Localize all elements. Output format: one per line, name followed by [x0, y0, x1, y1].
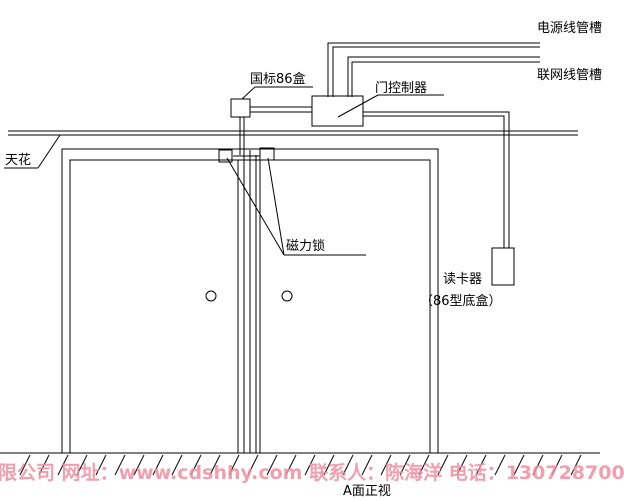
hatch-mark	[57, 454, 69, 476]
hatch-mark	[19, 454, 31, 476]
network-conduit	[347, 56, 540, 97]
hatch-mark	[418, 454, 430, 476]
controller-label: 门控制器	[375, 81, 427, 96]
controller-leader	[337, 94, 379, 118]
hatch-mark	[209, 454, 221, 476]
hatch-mark	[38, 454, 50, 476]
mag-lock-leader	[267, 157, 285, 256]
power-conduit-label: 电源线管槽	[537, 21, 602, 36]
door-frame	[61, 148, 439, 453]
junction-leader	[241, 86, 256, 100]
junction-box-label: 国标86盒	[250, 71, 306, 87]
mag-lock-leader	[226, 157, 285, 256]
ceiling-leader	[37, 134, 61, 169]
hatch-mark	[133, 454, 145, 476]
reader-conduit	[363, 115, 505, 248]
door-handle-right	[281, 290, 293, 302]
hatch-mark	[76, 454, 88, 476]
door-controller-box	[311, 95, 364, 127]
floor-hatch	[19, 454, 582, 476]
hatch-mark	[399, 454, 411, 476]
view-title: A面正视	[343, 484, 391, 499]
hatch-mark	[475, 454, 487, 476]
hatch-mark	[456, 454, 468, 476]
hatch-mark	[285, 454, 297, 476]
door-handle-left	[205, 290, 217, 302]
hatch-mark	[266, 454, 278, 476]
network-conduit-label: 联网线管槽	[537, 68, 602, 83]
reader-conduit	[363, 111, 510, 248]
hatch-mark	[380, 454, 392, 476]
hatch-mark	[171, 454, 183, 476]
hatch-mark	[323, 454, 335, 476]
card-reader-label: 读卡器	[443, 272, 482, 287]
hatch-mark	[304, 454, 316, 476]
mag-lock-label: 磁力锁	[286, 238, 325, 254]
hatch-mark	[437, 454, 449, 476]
hatch-mark	[551, 454, 563, 476]
hatch-mark	[513, 454, 525, 476]
card-reader-box	[491, 247, 515, 286]
hatch-mark	[152, 454, 164, 476]
power-conduit	[327, 42, 540, 97]
hatch-mark	[114, 454, 126, 476]
hatch-mark	[342, 454, 354, 476]
mag-lock-right	[259, 147, 275, 161]
hatch-mark	[228, 454, 240, 476]
junction-box-86	[230, 98, 251, 118]
hatch-mark	[494, 454, 506, 476]
hatch-mark	[247, 454, 259, 476]
hatch-mark	[570, 454, 582, 476]
hatch-mark	[361, 454, 373, 476]
hatch-mark	[532, 454, 544, 476]
watermark: 限公司 网址：www.cdshhy.com 联系人：陈海洋 电话：1307287…	[0, 461, 624, 484]
hatch-mark	[190, 454, 202, 476]
ceiling-label: 天花	[5, 152, 31, 168]
mag-lock-left	[218, 149, 233, 163]
card-reader-box-label: （86型底盒）	[420, 293, 502, 309]
hatch-mark	[95, 454, 107, 476]
